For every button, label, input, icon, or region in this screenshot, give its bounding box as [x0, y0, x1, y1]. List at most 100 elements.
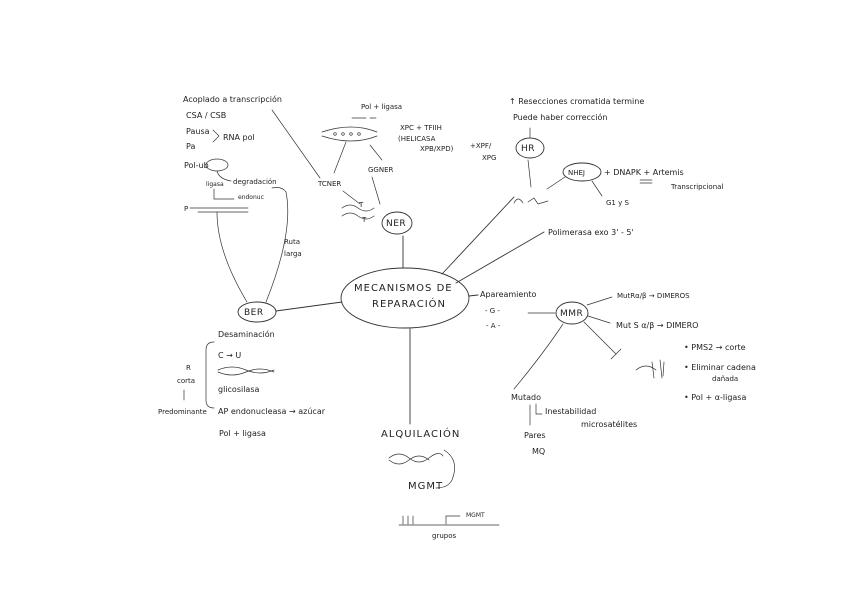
- mmr-pair-a: - A -: [486, 322, 501, 330]
- hr-puede: Puede haber corrección: [513, 112, 607, 122]
- mmr-muts-dimero: Mut S α/β → DIMERO: [616, 321, 698, 330]
- mmr-link-muts-dimero: [587, 315, 611, 324]
- ber-c-u: C → U: [218, 351, 241, 360]
- mmr-inhibit-bar: [610, 348, 622, 360]
- ner-excision-dot-2: [341, 132, 345, 136]
- ber-step-brace: [205, 341, 215, 409]
- ber-node-label: BER: [244, 308, 264, 318]
- ber-glicosilasa: glicosilasa: [218, 385, 260, 394]
- ner-csa-csb: CSA / CSB: [186, 111, 226, 120]
- hr-node-label: HR: [521, 144, 535, 154]
- ber-endonuc: endonuc: [238, 194, 264, 201]
- hr-node-outline: [515, 137, 545, 159]
- ner-pa: Pa: [186, 142, 195, 151]
- ner-pausa: Pausa: [186, 127, 210, 136]
- mmr-link-mutsab: [586, 296, 613, 306]
- ner-tcner-label: TCNER: [317, 180, 341, 188]
- hr-link-nhej-g1s: [591, 180, 603, 197]
- alq-grupos: grupos: [432, 532, 456, 540]
- ner-node-label: NER: [386, 219, 406, 229]
- hr-polimerasa: Polimerasa exo 3' - 5': [548, 228, 634, 237]
- mmr-node-outline: [555, 301, 589, 325]
- ner-ub-arrow: [216, 170, 232, 182]
- ber-dna-icon: [217, 366, 275, 376]
- alq-title: ALQUILACIÓN: [381, 427, 460, 440]
- ner-pol-ligasa: Pol + ligasa: [361, 103, 402, 111]
- hr-dsb-icon: [513, 197, 549, 205]
- ber-ruta: Ruta: [284, 238, 300, 246]
- ber-node-outline: [237, 301, 277, 323]
- mmr-strand-icon: [635, 359, 665, 379]
- hr-transcripcional: Transcripcional: [670, 183, 723, 191]
- connector-center-ber: [275, 301, 343, 312]
- ner-xpc-tfiih: XPC + TFIIH: [400, 124, 442, 132]
- ber-predominante: Predominante: [158, 408, 207, 416]
- alq-mgmt-gene: MGMT: [466, 512, 485, 519]
- ber-larga: larga: [284, 250, 302, 258]
- ner-pausa-brace: [212, 129, 220, 143]
- ner-rna-pol: RNA pol: [223, 133, 255, 142]
- connector-center-mmr: [468, 294, 479, 297]
- ber-corta: corta: [177, 377, 195, 385]
- mmr-inestabilidad: Inestabilidad: [545, 407, 596, 416]
- mmr-pair-g: - G -: [485, 307, 500, 315]
- ner-link-to-tcner: [342, 190, 361, 205]
- mmr-mutr-dimeros: MutRα/β → DIMEROS: [617, 292, 690, 300]
- mmr-danada: dañada: [712, 375, 738, 383]
- ner-excision-icon: [321, 117, 378, 142]
- ner-degradacion: degradación: [233, 178, 277, 186]
- ber-desaminacion: Desaminación: [218, 329, 275, 339]
- ner-ggner-label: GGNER: [368, 166, 394, 174]
- ner-link-acoplado-tc: [271, 109, 321, 179]
- ner-link-gg-xpc: [369, 144, 383, 161]
- ber-pol-ligasa: Pol + ligasa: [219, 429, 266, 438]
- nhej-node-label: NHEJ: [568, 169, 585, 177]
- hr-g1s: G1 y S: [606, 199, 629, 207]
- mmr-link-inhibit: [583, 321, 617, 355]
- ber-ligasa: ligasa: [206, 181, 224, 188]
- ner-acoplado: Acoplado a transcripción: [183, 94, 282, 104]
- center-node-outline: [340, 267, 470, 329]
- ber-link-ruta-larga: [265, 187, 289, 303]
- mmr-mq: MQ: [532, 447, 545, 456]
- center-title-line1: MECANISMOS DE: [354, 283, 453, 294]
- connector-center-hr-upper: [441, 196, 515, 275]
- ner-excision-dot-4: [357, 132, 361, 136]
- ner-xpb-xpd: XPB/XPD): [420, 145, 454, 153]
- ner-dna-lesion-icon: [341, 204, 375, 220]
- mmr-link-mutado: [513, 323, 564, 390]
- hr-link-dsb-nhej: [546, 176, 566, 190]
- ber-ap-endonucleasa: AP endonucleasa → azúcar: [218, 407, 326, 416]
- hr-resecciones: ↑ Resecciones cromatida termine: [509, 97, 644, 106]
- center-title-line2: REPARACIÓN: [372, 297, 446, 310]
- mmr-apareamiento: Apareamiento: [480, 290, 537, 299]
- ber-r: R: [186, 364, 191, 372]
- alq-mgmt: MGMT: [408, 481, 443, 492]
- ner-node-outline: [381, 211, 413, 235]
- alq-loop-arrow: [435, 449, 455, 489]
- ner-excision-dot-3: [349, 132, 353, 136]
- nhej-node-outline: [562, 162, 602, 182]
- ner-helicasa: (HELICASA: [398, 135, 436, 143]
- ner-pol-ub: Pol-ub: [184, 161, 209, 170]
- ner-link-to-ggner: [371, 176, 381, 205]
- ner-xpf: +XPF/: [470, 142, 492, 150]
- mmr-node-label: MMR: [560, 309, 583, 319]
- hr-link-dsb-hr: [527, 159, 532, 188]
- ner-xpg: XPG: [482, 154, 496, 162]
- connector-center-hr-lower: [455, 231, 545, 284]
- mmr-pol-ligasa: • Pol + α-ligasa: [684, 393, 746, 402]
- mmr-mutado: Mutado: [511, 393, 541, 402]
- ner-ub-circle: [205, 158, 229, 172]
- mmr-eliminar: • Eliminar cadena: [684, 363, 756, 372]
- mmr-microsatelites: microsatélites: [581, 419, 637, 429]
- alq-dna-icon: [388, 453, 444, 465]
- ber-link-ruta-corta: [216, 211, 248, 303]
- ner-dimer-t-top: T: [358, 201, 364, 209]
- mmr-pares: Pares: [524, 431, 546, 440]
- hr-dnapk-artemis: + DNAPK + Artemis: [604, 168, 684, 177]
- ber-nick-icon: [189, 188, 249, 213]
- ber-p: P: [184, 205, 188, 213]
- alq-gene-icon: [398, 515, 500, 526]
